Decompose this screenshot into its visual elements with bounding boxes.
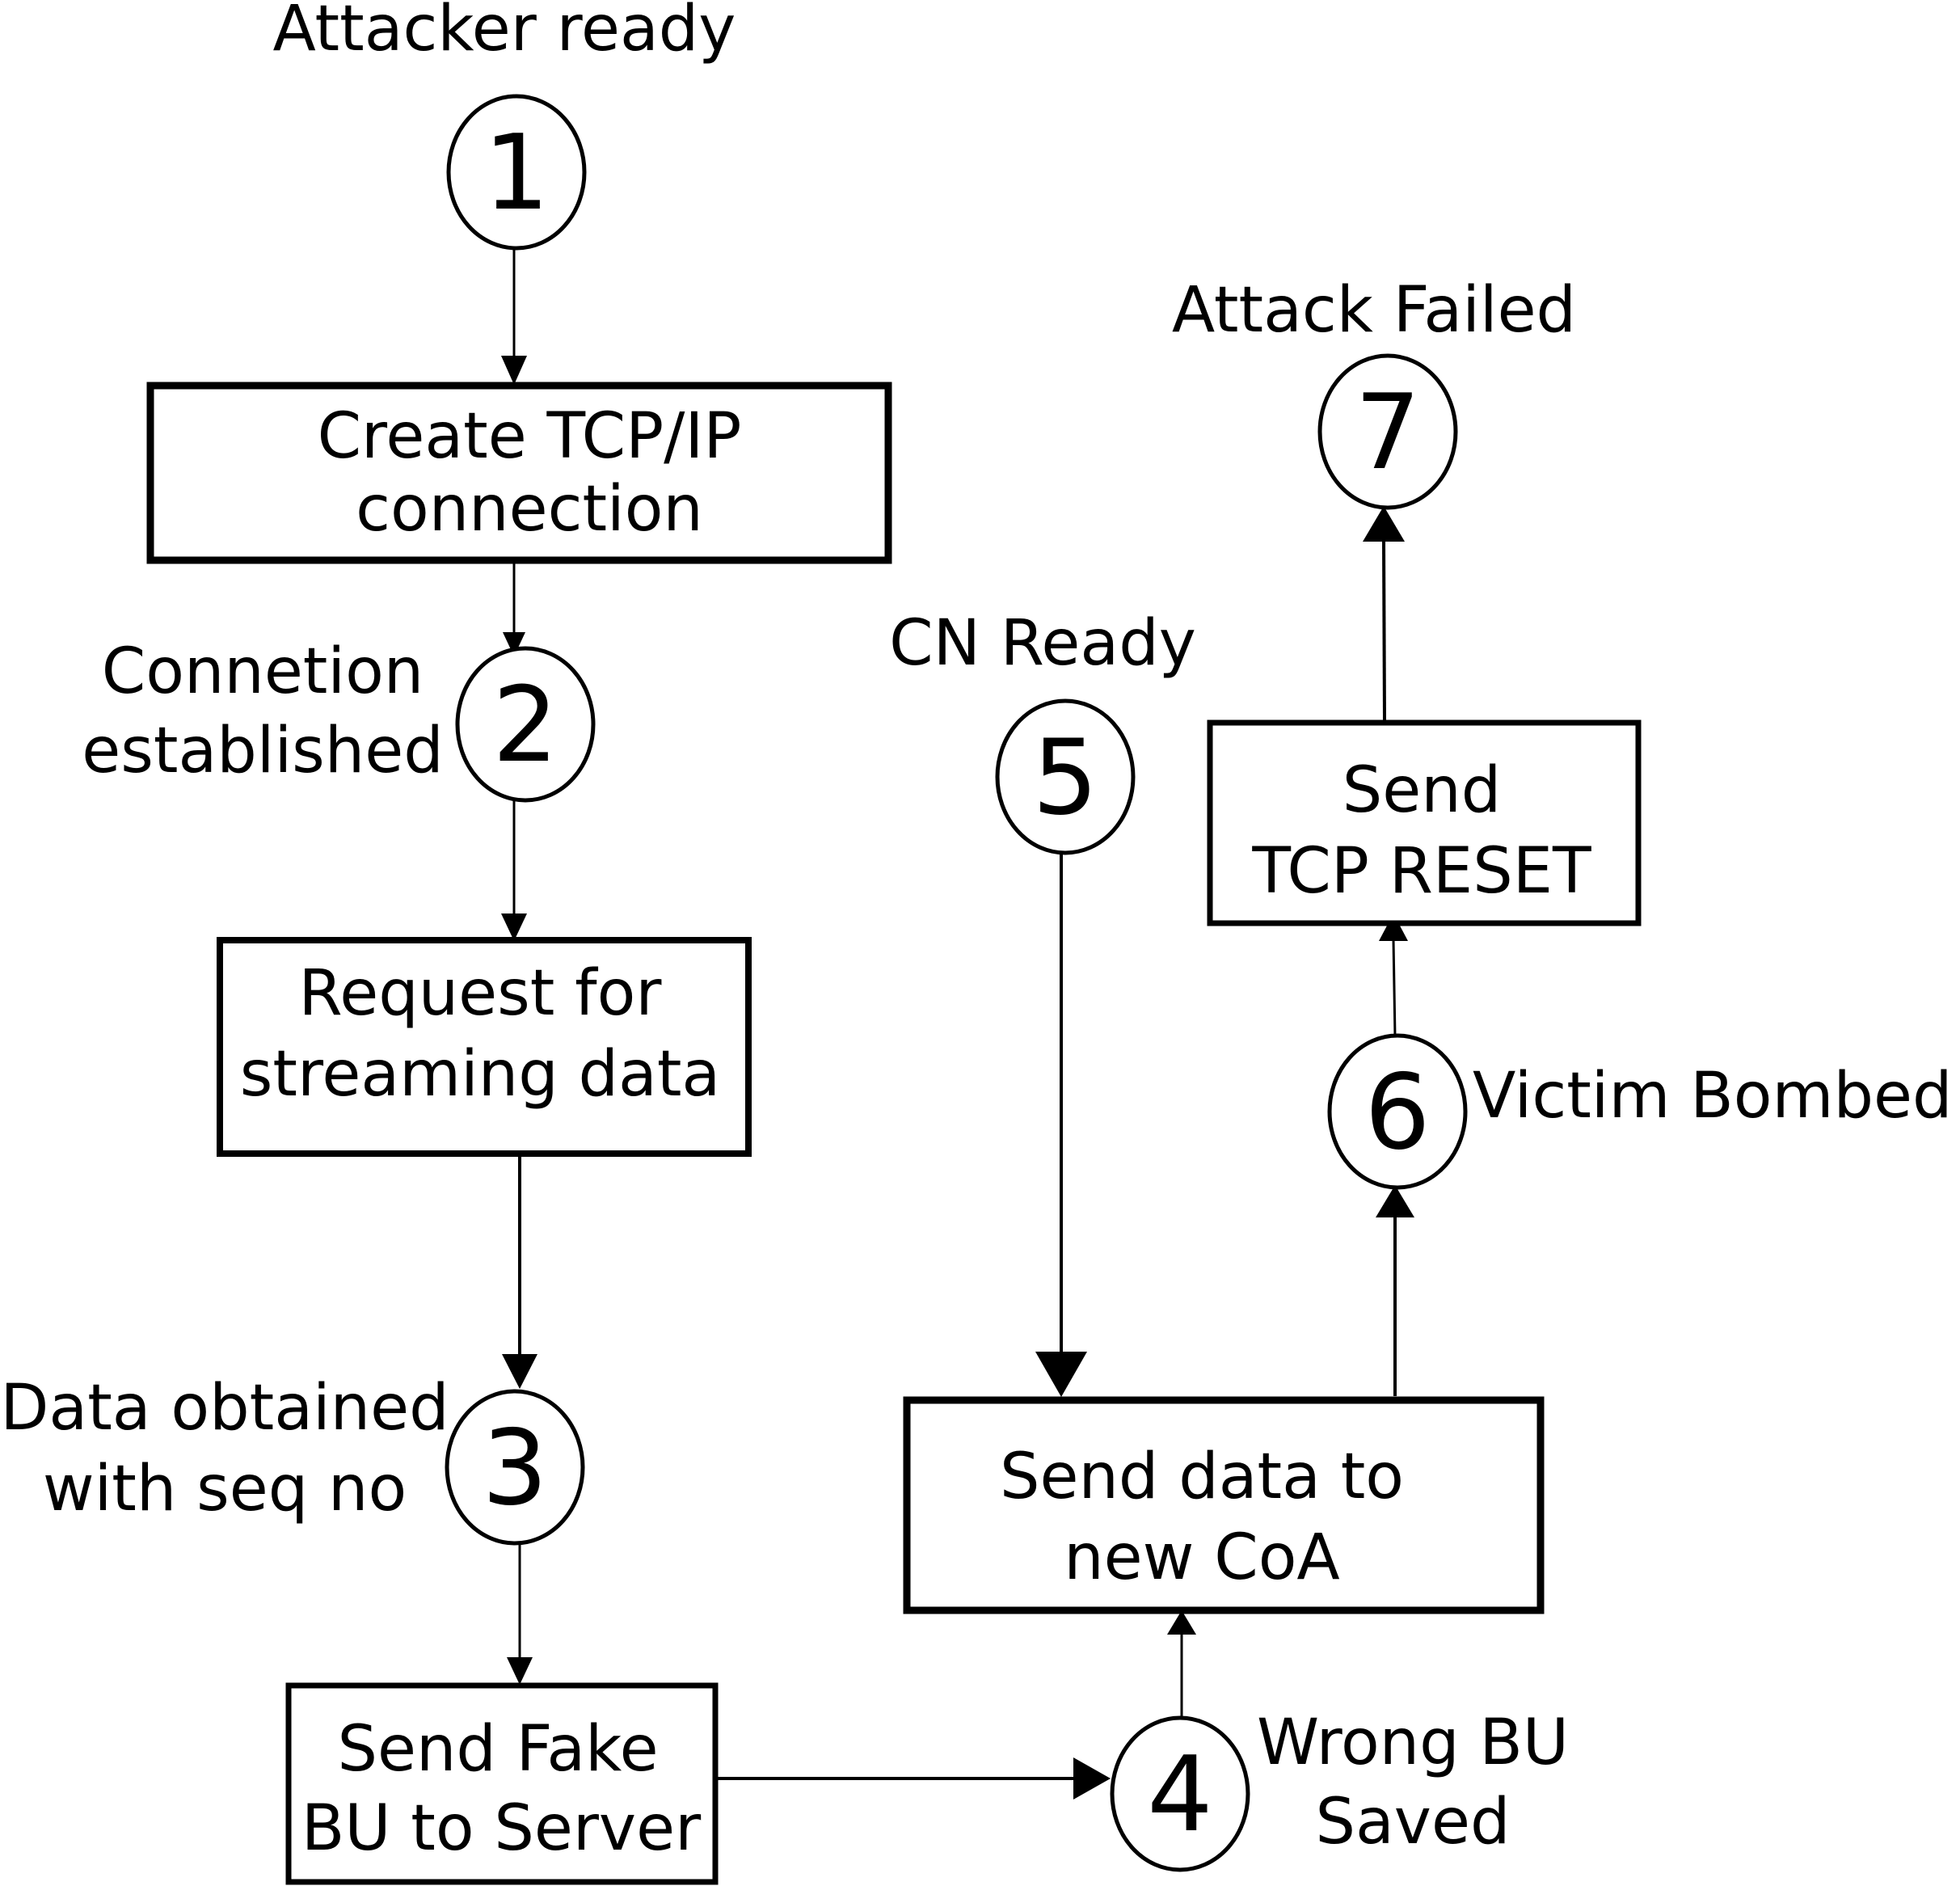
state-6-number: 6 [1364, 1053, 1430, 1173]
state-2-label-line1: Connetion [102, 635, 424, 708]
action-send-data-coa: Send data to new CoA [903, 1396, 1545, 1614]
state-3-number: 3 [482, 1408, 547, 1529]
action-request-streaming-line2: streaming data [240, 1038, 720, 1111]
arrowhead [1167, 1610, 1196, 1635]
arrowhead [501, 913, 527, 941]
state-4-label-line1: Wrong BU [1257, 1707, 1569, 1779]
arrowhead [502, 1354, 537, 1389]
state-4-label-line2: Saved [1316, 1786, 1511, 1859]
arrowhead [507, 1657, 533, 1685]
action-send-data-coa-line1: Send data to [1000, 1441, 1404, 1513]
state-5-number: 5 [1032, 718, 1098, 838]
state-4: 4 [1110, 1715, 1250, 1872]
action-send-reset: Send TCP RESET [1207, 719, 1642, 926]
state-3-label-line2: with seq no [43, 1453, 407, 1525]
action-send-reset-line2: TCP RESET [1251, 835, 1591, 908]
action-send-reset-line1: Send [1342, 754, 1501, 827]
action-create-connection: Create TCP/IP connection [146, 382, 892, 564]
state-3: 3 [445, 1389, 585, 1546]
state-4-number: 4 [1147, 1735, 1212, 1855]
action-send-fake-bu: Send Fake BU to Server [285, 1682, 719, 1885]
action-send-data-coa-line2: new CoA [1064, 1521, 1340, 1594]
state-1-number: 1 [483, 113, 549, 234]
state-7-number: 7 [1355, 373, 1420, 493]
connectors [501, 247, 1414, 1800]
state-1-label: Attacker ready [273, 0, 736, 65]
state-1: 1 [446, 94, 587, 251]
arrowhead [1035, 1352, 1087, 1397]
arrowhead [503, 632, 525, 656]
arrowhead [1376, 1185, 1414, 1217]
action-create-connection-line1: Create TCP/IP [318, 400, 742, 473]
state-3-label-line1: Data obtained [0, 1372, 449, 1445]
arrow-6-to-send-reset [1392, 939, 1397, 1038]
action-send-fake-bu-line1: Send Fake [337, 1713, 658, 1786]
arrowhead [1073, 1757, 1111, 1800]
state-5: 5 [995, 698, 1136, 855]
action-request-streaming-line1: Request for [299, 957, 663, 1030]
arrowhead [1379, 913, 1408, 941]
state-6: 6 [1327, 1033, 1468, 1190]
state-7-label: Attack Failed [1172, 274, 1576, 347]
state-7: 7 [1317, 353, 1458, 510]
state-2-number: 2 [492, 665, 558, 786]
state-2: 2 [455, 646, 596, 803]
arrow-send-reset-to-7 [1382, 539, 1386, 722]
action-send-fake-bu-line2: BU to Server [301, 1792, 702, 1865]
arrowhead [1363, 506, 1405, 542]
state-2-label-line2: established [82, 715, 443, 787]
arrowhead [501, 356, 527, 385]
state-6-label: Victim Bombed [1473, 1060, 1952, 1133]
state-5-label: CN Ready [889, 607, 1196, 680]
action-request-streaming: Request for streaming data [217, 937, 752, 1157]
action-create-connection-line2: connection [356, 473, 703, 546]
